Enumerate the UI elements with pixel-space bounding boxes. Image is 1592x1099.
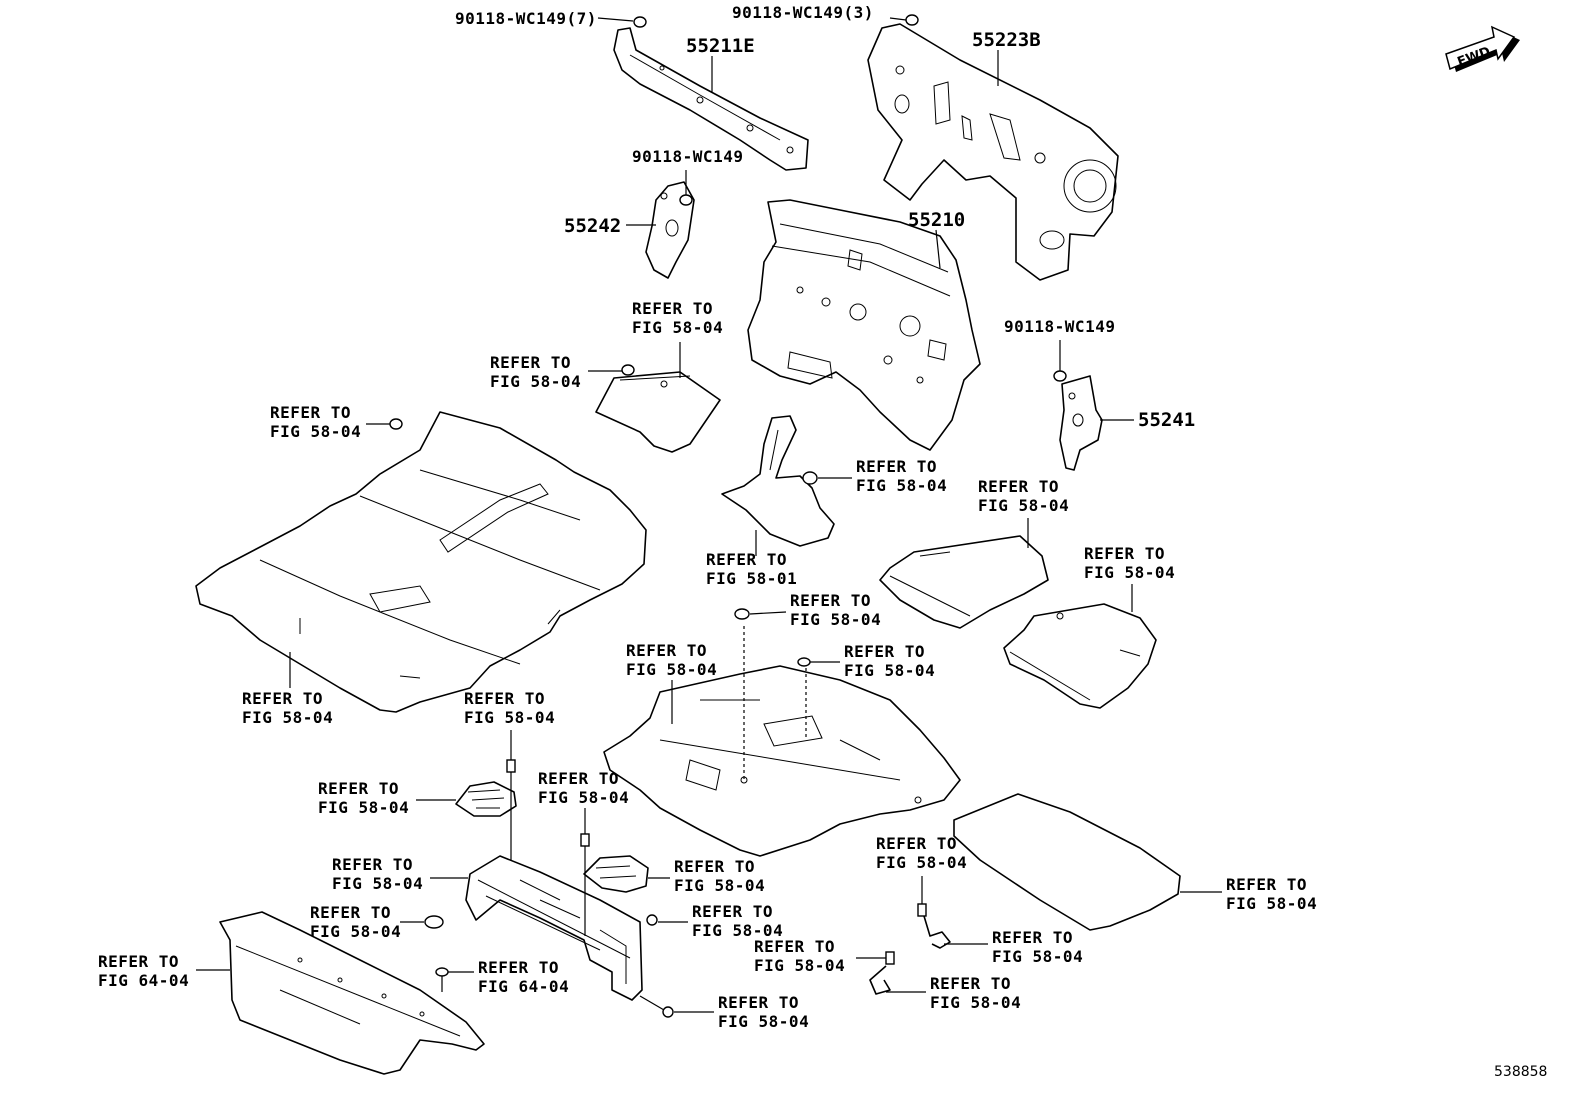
refer-r14-l1[interactable]: REFER TO — [464, 689, 545, 708]
refer-r6-l1[interactable]: REFER TO — [706, 550, 787, 569]
refer-r10-l2[interactable]: FIG 58-04 — [844, 661, 935, 680]
rear-floor-carpet-shape — [603, 665, 961, 857]
clip-icon — [679, 194, 693, 206]
clip-icon — [734, 608, 750, 620]
refer-r7-l2[interactable]: FIG 58-04 — [978, 496, 1069, 515]
refer-r25-l2[interactable]: FIG 58-04 — [754, 956, 845, 975]
refer-r18-l2[interactable]: FIG 58-04 — [692, 921, 783, 940]
grommet-icon — [424, 915, 444, 929]
refer-r19-l1[interactable]: REFER TO — [310, 903, 391, 922]
refer-r22-l1[interactable]: REFER TO — [718, 993, 799, 1012]
side-pad-lower-shape — [1003, 603, 1157, 709]
part-55241-shape — [1059, 375, 1103, 471]
refer-r23-l1[interactable]: REFER TO — [876, 834, 957, 853]
refer-r13-l2[interactable]: FIG 58-04 — [318, 798, 409, 817]
refer-r22-l2[interactable]: FIG 58-04 — [718, 1012, 809, 1031]
diagram-number: 538858 — [1494, 1064, 1547, 1080]
refer-r26-l1[interactable]: REFER TO — [930, 974, 1011, 993]
pad-shape — [595, 371, 721, 453]
clip-icon — [1053, 370, 1067, 382]
part-55223b-shape — [867, 23, 1119, 281]
hook-icon — [869, 965, 891, 995]
label-55211e: 55211E — [686, 35, 755, 57]
clip-icon — [621, 364, 635, 376]
refer-r19-l2[interactable]: FIG 58-04 — [310, 922, 401, 941]
clip-icon — [797, 657, 811, 667]
label-90118-top-mid: 90118-WC149(3) — [732, 3, 874, 22]
part-55211e-shape — [613, 27, 809, 171]
refer-r14-l2[interactable]: FIG 58-04 — [464, 708, 555, 727]
refer-r23-l2[interactable]: FIG 58-04 — [876, 853, 967, 872]
clip-icon — [389, 418, 403, 430]
label-55241: 55241 — [1138, 409, 1195, 431]
refer-r24-l1[interactable]: REFER TO — [992, 928, 1073, 947]
bolt-icon — [506, 759, 516, 773]
bolt-icon — [662, 1006, 674, 1018]
refer-r20-l1[interactable]: REFER TO — [98, 952, 179, 971]
luggage-mat-shape — [953, 793, 1181, 931]
side-pad-upper-shape — [879, 535, 1049, 629]
label-90118-top-left: 90118-WC149(7) — [455, 9, 597, 28]
front-floor-carpet-shape — [195, 411, 647, 713]
refer-r1-l1[interactable]: REFER TO — [632, 299, 713, 318]
push-clip-icon — [435, 967, 449, 992]
refer-r16-l1[interactable]: REFER TO — [674, 857, 755, 876]
refer-r18-l1[interactable]: REFER TO — [692, 902, 773, 921]
clip-icon — [802, 471, 818, 485]
refer-r2-l2[interactable]: FIG 58-04 — [490, 372, 581, 391]
refer-r16-l2[interactable]: FIG 58-04 — [674, 876, 765, 895]
refer-r6-l2[interactable]: FIG 58-01 — [706, 569, 797, 588]
refer-r12-l2[interactable]: FIG 58-04 — [1226, 894, 1317, 913]
refer-r20-l2[interactable]: FIG 64-04 — [98, 971, 189, 990]
refer-r7-l1[interactable]: REFER TO — [978, 477, 1059, 496]
refer-r8-l2[interactable]: FIG 58-04 — [1084, 563, 1175, 582]
refer-r10-l1[interactable]: REFER TO — [844, 642, 925, 661]
refer-r1-l2[interactable]: FIG 58-04 — [632, 318, 723, 337]
refer-r9-l1[interactable]: REFER TO — [790, 591, 871, 610]
label-55223b: 55223B — [972, 29, 1041, 51]
label-90118-mid-left: 90118-WC149 — [632, 147, 743, 166]
hook-icon — [923, 915, 951, 949]
deck-frame-shape — [465, 855, 643, 1001]
refer-r26-l2[interactable]: FIG 58-04 — [930, 993, 1021, 1012]
refer-r3-l2[interactable]: FIG 58-04 — [270, 422, 361, 441]
part-55242-shape — [645, 181, 695, 279]
refer-r4-l1[interactable]: REFER TO — [242, 689, 323, 708]
refer-r9-l2[interactable]: FIG 58-04 — [790, 610, 881, 629]
fwd-arrow-icon: FWD — [1445, 25, 1520, 72]
refer-r15-l2[interactable]: FIG 58-04 — [332, 874, 423, 893]
label-55210: 55210 — [908, 209, 965, 231]
refer-r17-l1[interactable]: REFER TO — [538, 769, 619, 788]
refer-r15-l1[interactable]: REFER TO — [332, 855, 413, 874]
clip-icon — [633, 16, 647, 28]
refer-r5-l1[interactable]: REFER TO — [856, 457, 937, 476]
bolt-icon — [917, 903, 927, 917]
refer-r24-l2[interactable]: FIG 58-04 — [992, 947, 1083, 966]
bolt-icon — [646, 914, 658, 926]
refer-r5-l2[interactable]: FIG 58-04 — [856, 476, 947, 495]
refer-r21-l2[interactable]: FIG 64-04 — [478, 977, 569, 996]
refer-r8-l1[interactable]: REFER TO — [1084, 544, 1165, 563]
tray-shape — [455, 781, 517, 817]
bolt-icon — [580, 833, 590, 847]
refer-r13-l1[interactable]: REFER TO — [318, 779, 399, 798]
bolt-icon — [885, 951, 895, 965]
pillar-trim-shape — [721, 415, 835, 547]
tray-shape — [583, 855, 649, 893]
refer-r11-l2[interactable]: FIG 58-04 — [626, 660, 717, 679]
refer-r12-l1[interactable]: REFER TO — [1226, 875, 1307, 894]
label-55242: 55242 — [564, 215, 621, 237]
part-55210-shape — [747, 199, 981, 451]
refer-r3-l1[interactable]: REFER TO — [270, 403, 351, 422]
clip-icon — [905, 14, 919, 26]
refer-r11-l1[interactable]: REFER TO — [626, 641, 707, 660]
cover-board-shape — [219, 911, 485, 1075]
refer-r21-l1[interactable]: REFER TO — [478, 958, 559, 977]
label-90118-mid-right: 90118-WC149 — [1004, 317, 1115, 336]
refer-r25-l1[interactable]: REFER TO — [754, 937, 835, 956]
refer-r2-l1[interactable]: REFER TO — [490, 353, 571, 372]
refer-r4-l2[interactable]: FIG 58-04 — [242, 708, 333, 727]
refer-r17-l2[interactable]: FIG 58-04 — [538, 788, 629, 807]
